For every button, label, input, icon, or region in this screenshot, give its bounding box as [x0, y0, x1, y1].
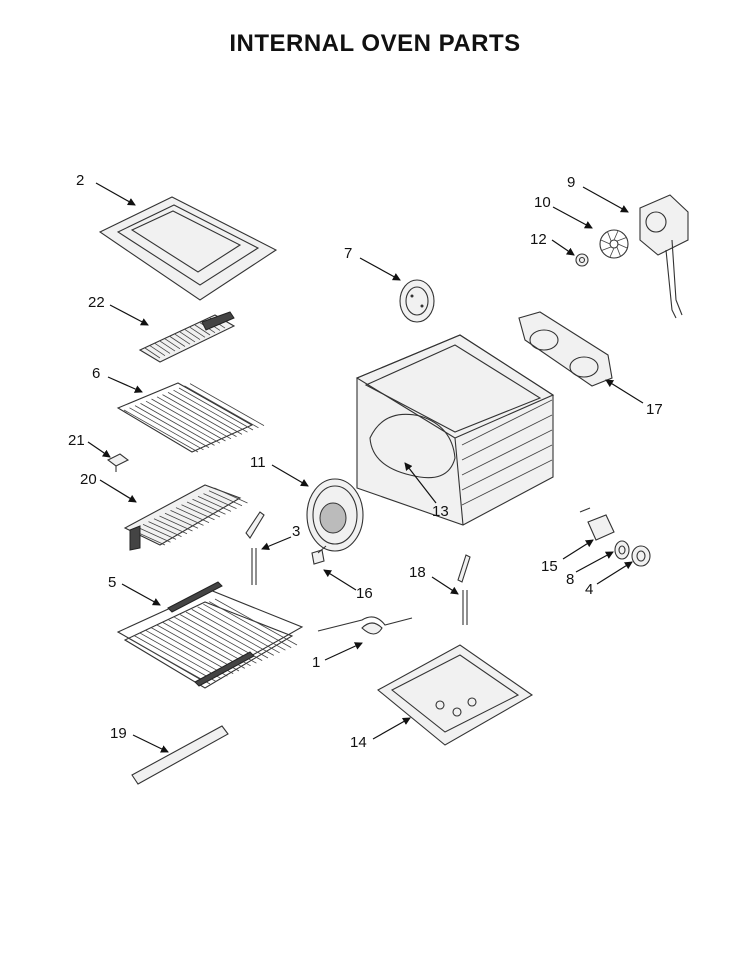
part-12-nut — [575, 253, 589, 267]
leader-lines — [87, 182, 644, 753]
part-18-sensor — [457, 554, 471, 625]
part-4-lens-cover — [631, 545, 651, 567]
part-5-extendable-rack — [116, 581, 304, 689]
part-11-fan-baffle — [306, 478, 364, 552]
part-14-bottom-pan — [377, 644, 534, 746]
callout-5: 5 — [108, 574, 116, 591]
page-title: INTERNAL OVEN PARTS — [229, 30, 521, 57]
callout-17: 17 — [646, 401, 663, 418]
part-6-oven-rack — [116, 382, 265, 453]
part-8-ring — [614, 540, 630, 560]
part-19-trim-strip — [131, 725, 229, 785]
callout-9: 9 — [567, 174, 575, 191]
part-17-fan-housing — [518, 311, 613, 387]
callout-8: 8 — [566, 571, 574, 588]
part-15-light-socket — [579, 507, 615, 541]
part-20-element — [123, 484, 248, 551]
callout-7: 7 — [344, 245, 352, 262]
callout-labels: 2 22 6 21 20 5 19 7 11 3 16 13 18 1 14 9… — [68, 172, 663, 751]
callout-15: 15 — [541, 558, 558, 575]
callout-11: 11 — [250, 454, 266, 471]
callout-19: 19 — [110, 725, 127, 742]
callout-6: 6 — [92, 365, 100, 382]
part-16-screw — [311, 545, 327, 565]
part-21-bracket — [106, 453, 130, 472]
part-1-wire-sensor — [317, 616, 413, 635]
callout-13: 13 — [432, 503, 449, 520]
oven-cavity — [355, 334, 555, 526]
callout-2: 2 — [76, 172, 84, 189]
callout-22: 22 — [88, 294, 105, 311]
part-10-fan-blade — [599, 229, 629, 259]
callout-12: 12 — [530, 231, 547, 248]
part-7-fan-cover — [399, 279, 435, 323]
part-22-element — [138, 311, 236, 363]
callout-16: 16 — [356, 585, 373, 602]
part-9-convection-fan-motor — [639, 194, 689, 319]
callout-10: 10 — [534, 194, 551, 211]
callout-21: 21 — [68, 432, 85, 449]
callout-14: 14 — [350, 734, 367, 751]
callout-18: 18 — [409, 564, 426, 581]
callout-20: 20 — [80, 471, 97, 488]
part-2-oven-liner-panel — [98, 196, 278, 301]
callout-3: 3 — [292, 523, 300, 540]
callout-1: 1 — [312, 654, 320, 671]
part-3-temperature-sensor — [245, 511, 265, 585]
callout-4: 4 — [585, 581, 593, 598]
